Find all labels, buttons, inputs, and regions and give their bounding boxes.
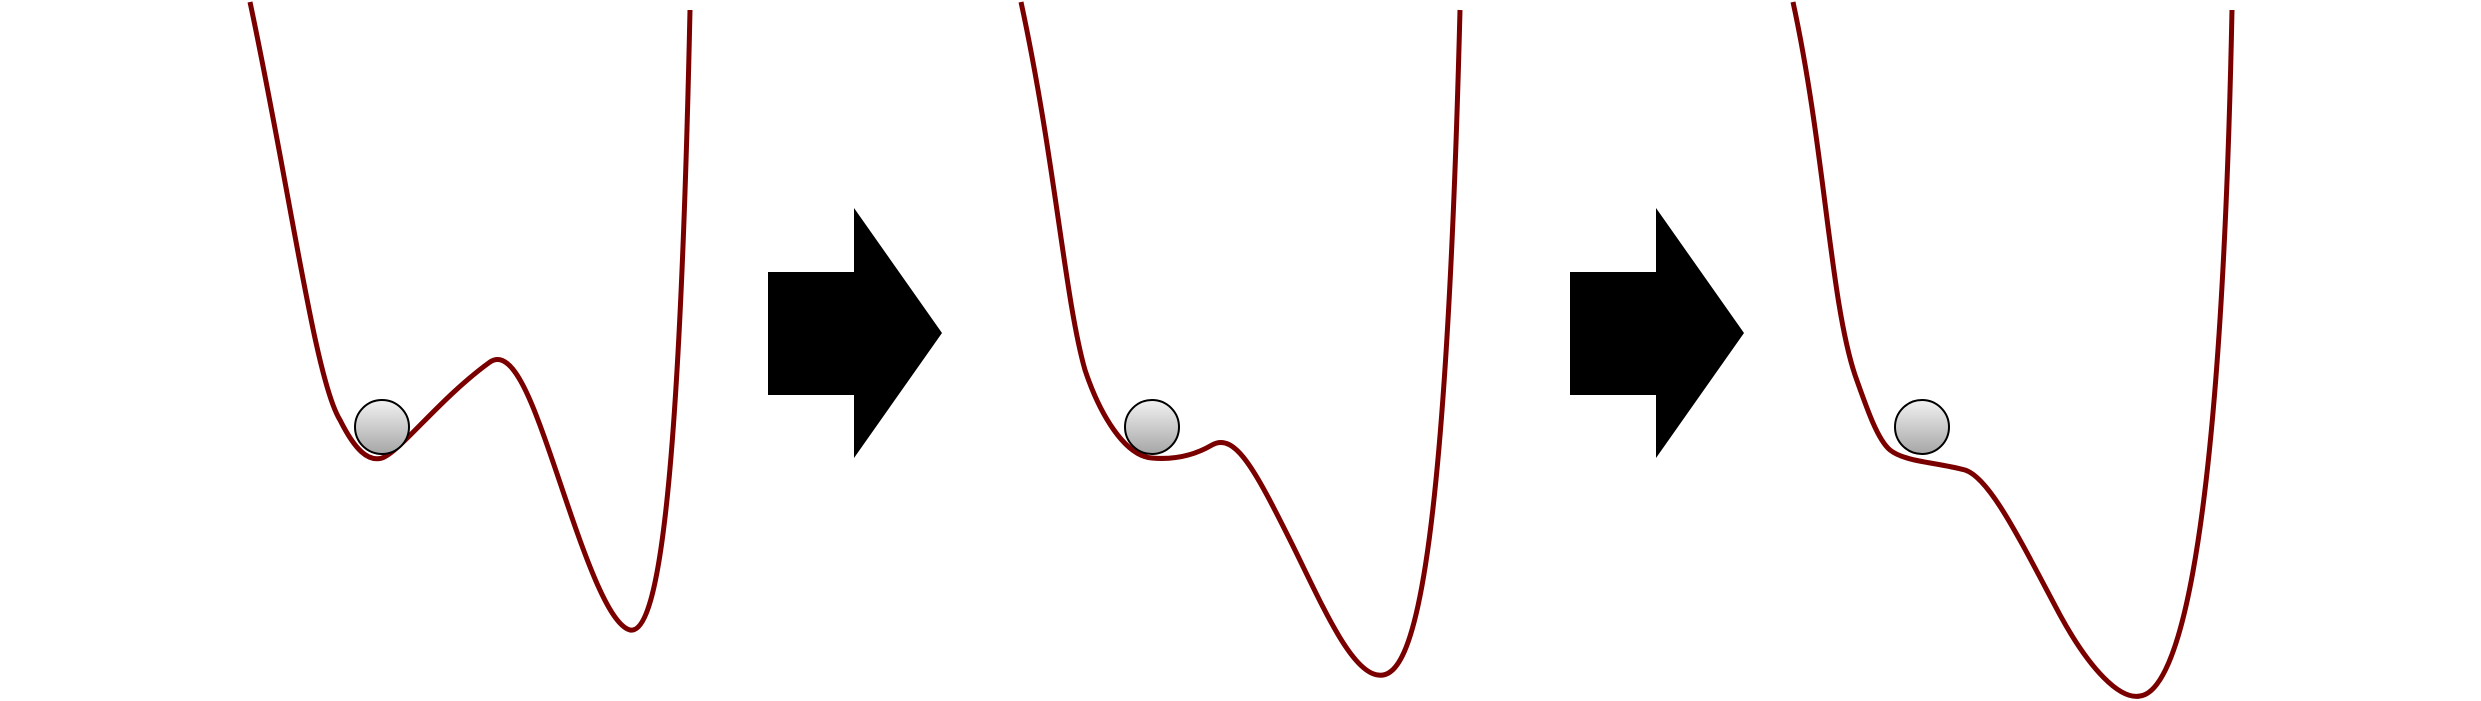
ball-2 [1124,399,1180,455]
panel-3 [1790,1,2235,699]
panel-1 [247,1,693,633]
panel-2 [1018,1,1463,678]
arrow-1 [768,208,942,458]
ball-1 [354,399,410,455]
potential-curve-3 [1790,1,2235,699]
potential-curve-2 [1018,1,1463,678]
potential-curve-1 [247,1,693,633]
ball-3 [1894,399,1950,455]
arrow-2 [1570,208,1744,458]
